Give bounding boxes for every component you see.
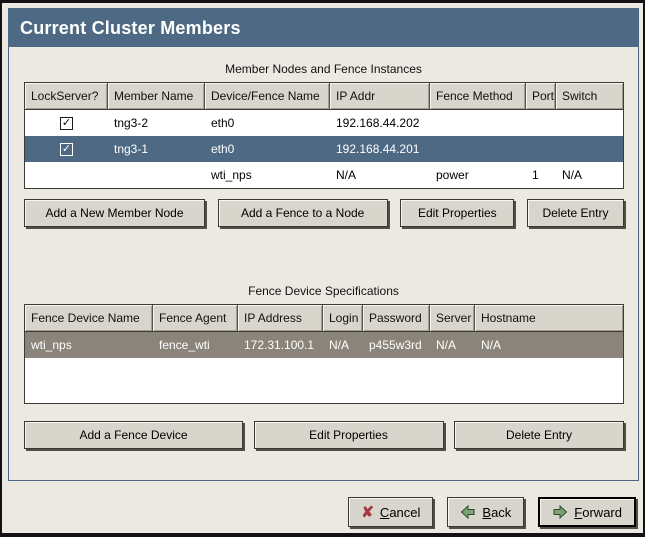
arrow-right-icon	[553, 505, 568, 519]
device-fence-name-cell: eth0	[211, 116, 235, 130]
port-cell: 1	[532, 168, 539, 182]
edit-properties-button[interactable]: Edit Properties	[253, 421, 444, 449]
back-label: Back	[482, 504, 512, 520]
hostname-cell: N/A	[481, 338, 502, 352]
wizard-footer: ✘ Cancel Back Forward	[348, 497, 636, 527]
fence-table-header: Fence Device Name Fence Agent IP Address…	[25, 305, 623, 332]
fence-device-name-cell: wti_nps	[31, 338, 72, 352]
column-header-ip-addr[interactable]: IP Addr	[330, 83, 430, 109]
column-header-switch[interactable]: Switch	[556, 83, 623, 109]
column-header-member-name[interactable]: Member Name	[108, 83, 205, 109]
fence-method-cell: power	[436, 168, 469, 182]
column-header-fence-method[interactable]: Fence Method	[430, 83, 526, 109]
ip-addr-cell: 192.168.44.202	[336, 116, 420, 130]
column-header-lockserver[interactable]: LockServer?	[25, 83, 108, 109]
member-nodes-table: LockServer? Member Name Device/Fence Nam…	[24, 82, 624, 189]
table-row-selected[interactable]: wti_nps fence_wti 172.31.100.1 N/A p455w…	[25, 332, 623, 358]
member-button-row: Add a New Member Node Add a Fence to a N…	[24, 199, 624, 227]
arrow-left-icon	[461, 505, 475, 519]
member-table-header: LockServer? Member Name Device/Fence Nam…	[25, 83, 623, 110]
add-fence-device-button[interactable]: Add a Fence Device	[24, 421, 243, 449]
fence-agent-cell: fence_wti	[159, 338, 210, 352]
checkbox-checked[interactable]: ✓	[60, 116, 73, 130]
member-name-cell: tng3-1	[114, 142, 149, 156]
fence-button-row: Add a Fence Device Edit Properties Delet…	[24, 421, 624, 449]
server-cell: N/A	[436, 338, 457, 352]
checkbox-checked[interactable]: ✓	[60, 142, 73, 156]
add-member-node-button[interactable]: Add a New Member Node	[24, 199, 205, 227]
column-header-ip-address[interactable]: IP Address	[238, 305, 323, 331]
delete-entry-button[interactable]: Delete Entry	[526, 199, 624, 227]
switch-cell: N/A	[562, 168, 583, 182]
ip-addr-cell: N/A	[336, 168, 357, 182]
login-cell: N/A	[329, 338, 350, 352]
column-header-login[interactable]: Login	[323, 305, 363, 331]
edit-properties-button[interactable]: Edit Properties	[400, 199, 515, 227]
empty-table-area	[25, 358, 623, 403]
column-header-device-fence-name[interactable]: Device/Fence Name	[205, 83, 330, 109]
page-title: Current Cluster Members	[9, 9, 638, 47]
table-row[interactable]: wti_nps N/A power 1 N/A	[25, 162, 623, 188]
cancel-label: Cancel	[379, 504, 421, 520]
column-header-fence-agent[interactable]: Fence Agent	[153, 305, 238, 331]
device-fence-name-cell: eth0	[211, 142, 235, 156]
lockserver-cell: ✓	[25, 142, 108, 156]
add-fence-to-node-button[interactable]: Add a Fence to a Node	[217, 199, 388, 227]
ip-address-cell: 172.31.100.1	[244, 338, 315, 352]
ip-addr-cell: 192.168.44.201	[336, 142, 420, 156]
fence-devices-table: Fence Device Name Fence Agent IP Address…	[24, 304, 624, 404]
table-row-selected[interactable]: ✓ tng3-1 eth0 192.168.44.201	[25, 136, 623, 162]
password-cell: p455w3rd	[369, 338, 422, 352]
delete-entry-button[interactable]: Delete Entry	[454, 421, 624, 449]
forward-label: Forward	[574, 504, 622, 520]
lockserver-cell: ✓	[25, 116, 108, 130]
table-row[interactable]: ✓ tng3-2 eth0 192.168.44.202	[25, 110, 623, 136]
device-fence-name-cell: wti_nps	[211, 168, 252, 182]
forward-button[interactable]: Forward	[538, 497, 636, 527]
member-name-cell: tng3-2	[114, 116, 149, 130]
column-header-hostname[interactable]: Hostname	[475, 305, 623, 331]
fence-table-caption: Fence Device Specifications	[248, 284, 399, 298]
column-header-fence-device-name[interactable]: Fence Device Name	[25, 305, 153, 331]
back-button[interactable]: Back	[447, 497, 525, 527]
column-header-server[interactable]: Server	[430, 305, 475, 331]
column-header-port[interactable]: Port	[526, 83, 556, 109]
column-header-password[interactable]: Password	[363, 305, 430, 331]
cancel-button[interactable]: ✘ Cancel	[348, 497, 434, 527]
cancel-x-icon: ✘	[361, 503, 374, 521]
content-panel: Current Cluster Members Member Nodes and…	[8, 8, 639, 481]
member-table-caption: Member Nodes and Fence Instances	[225, 62, 422, 76]
